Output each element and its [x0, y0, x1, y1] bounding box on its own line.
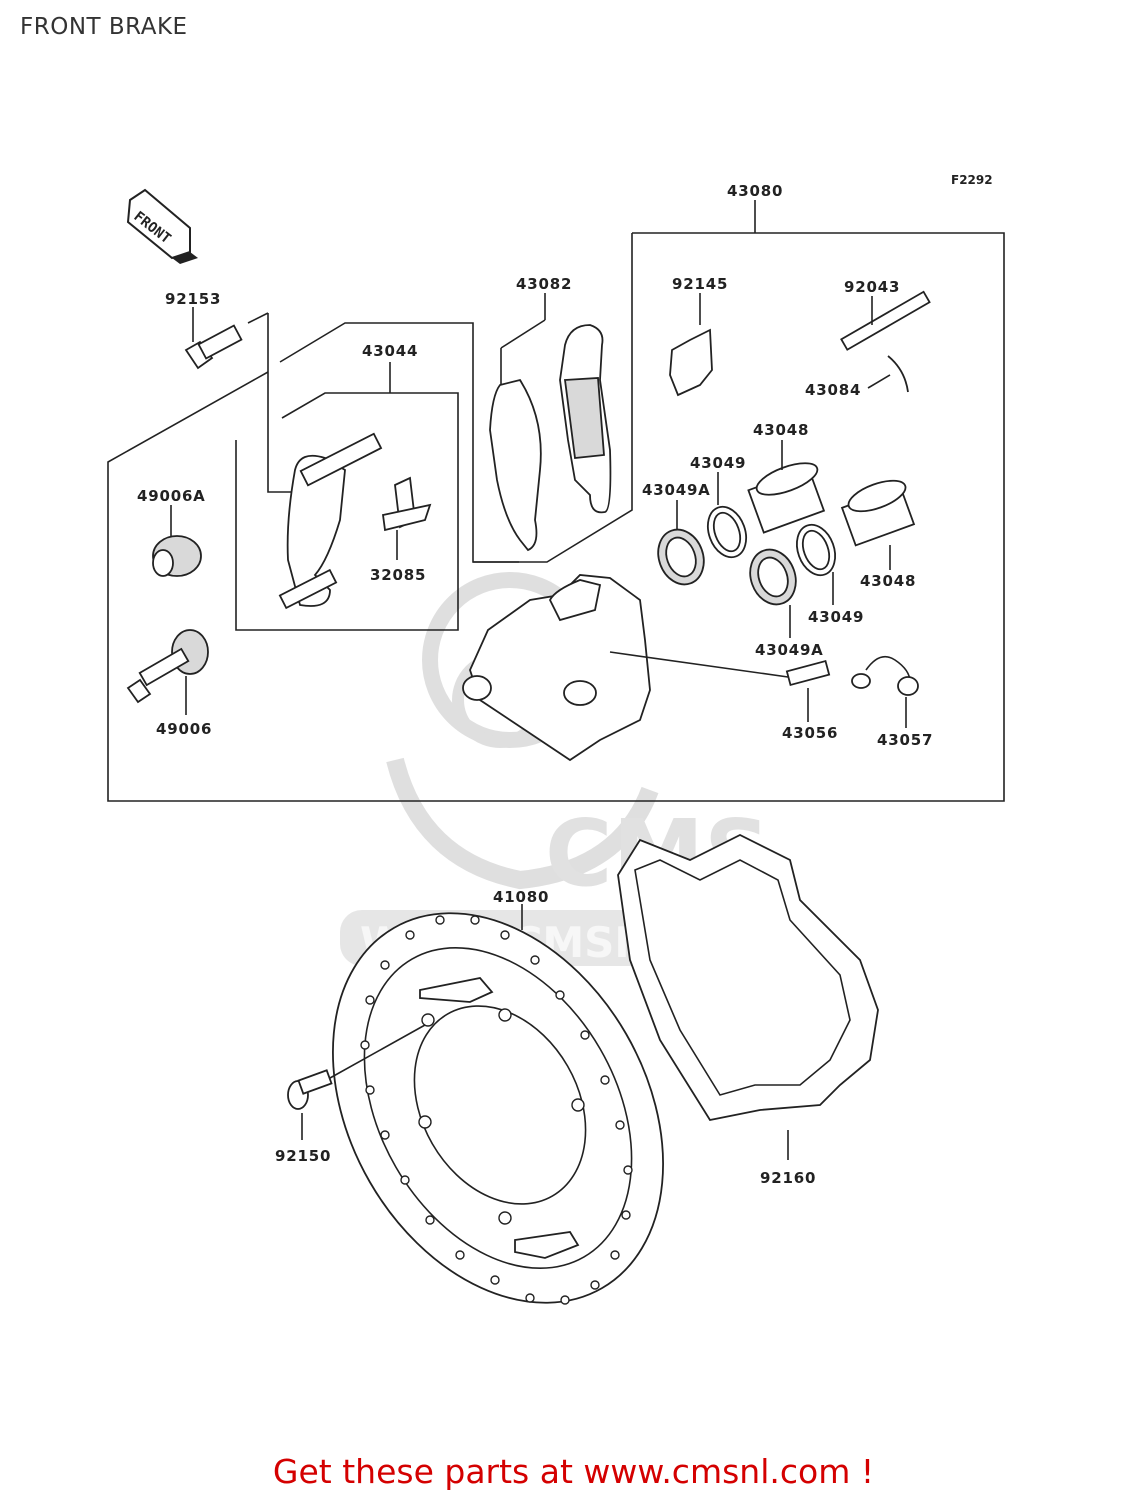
part-label-43048-upper: 43048	[753, 421, 809, 439]
front-arrow-icon: FRONT	[126, 188, 198, 264]
brake-pad-inner-icon	[489, 378, 542, 552]
piston-43048-upper-icon	[747, 440, 826, 534]
part-label-49006: 49006	[156, 720, 212, 738]
part-label-43056: 43056	[782, 724, 838, 742]
part-label-43049A-lower: 43049A	[755, 641, 824, 659]
brake-disc-41080-icon	[332, 912, 664, 1305]
part-label-43084: 43084	[805, 381, 861, 399]
seal-43049A-upper-icon	[657, 500, 705, 586]
caliper-bracket-icon	[278, 432, 383, 610]
part-label-43049-upper: 43049	[690, 454, 746, 472]
bleed-valve-43056-icon	[785, 659, 831, 722]
part-label-43057: 43057	[877, 731, 933, 749]
bleed-cap-43057-icon	[851, 655, 919, 728]
bolt-92153-icon	[184, 307, 243, 370]
part-label-43080: 43080	[727, 182, 783, 200]
pad-frame-43082	[473, 315, 633, 563]
part-label-92145: 92145	[672, 275, 728, 293]
part-label-41080: 41080	[493, 888, 549, 906]
part-label-92150: 92150	[275, 1147, 331, 1165]
part-label-43049-lower: 43049	[808, 608, 864, 626]
pin-92043-icon	[840, 290, 931, 351]
part-label-32085: 32085	[370, 566, 426, 584]
part-label-92043: 92043	[844, 278, 900, 296]
part-label-43049A-upper: 43049A	[642, 481, 711, 499]
footer-link[interactable]: Get these parts at www.cmsnl.com !	[272, 1452, 875, 1491]
bleeder-49006-icon	[126, 629, 209, 715]
parts-diagram: CMS WWW.CMSNL.COM F2292 FRONT	[107, 173, 1005, 1305]
caliper-body-icon	[462, 574, 796, 762]
seal-43049-lower-icon	[795, 523, 837, 605]
part-label-92153: 92153	[165, 290, 221, 308]
pad-bracket-43082	[500, 319, 546, 349]
disc-bolt-92150-icon	[287, 1024, 426, 1140]
clip-32085-icon	[381, 476, 432, 560]
plug-49006A-icon	[152, 505, 202, 577]
page-title: FRONT BRAKE	[20, 14, 188, 40]
part-label-92160: 92160	[760, 1169, 816, 1187]
part-label-43082: 43082	[516, 275, 572, 293]
piston-43048-lower-icon	[840, 479, 916, 570]
part-label-43048-lower: 43048	[860, 572, 916, 590]
assembly-frame-43080	[107, 200, 1005, 802]
diagram-ref: F2292	[951, 173, 993, 187]
part-label-43044: 43044	[362, 342, 418, 360]
brake-pad-outer-icon	[559, 324, 612, 514]
pad-spring-92145-icon	[669, 293, 713, 397]
disc-cover-92160-icon	[617, 833, 879, 1160]
part-label-49006A: 49006A	[137, 487, 206, 505]
seal-43049A-lower-icon	[749, 548, 797, 638]
pin-clip-43084-icon	[867, 355, 909, 393]
seal-43049-upper-icon	[706, 472, 748, 559]
